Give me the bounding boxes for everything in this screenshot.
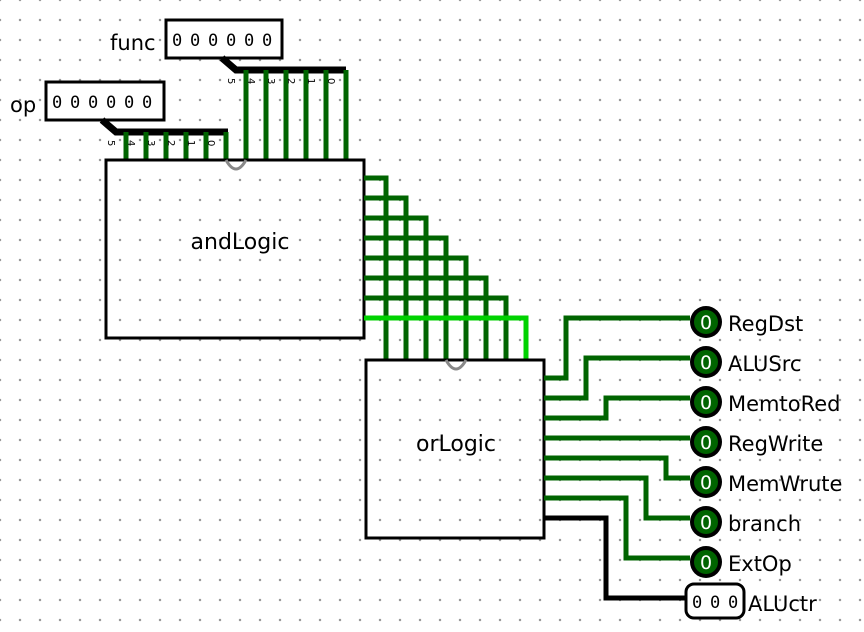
func-bit-5[interactable]: 0 xyxy=(262,31,272,51)
or-logic-component[interactable]: orLogic xyxy=(364,358,546,540)
alusrc-output-led[interactable]: 0 xyxy=(690,346,722,378)
regdst-output-led[interactable]: 0 xyxy=(690,306,722,338)
func-bit-3[interactable]: 0 xyxy=(226,31,236,51)
func-bit-1[interactable]: 0 xyxy=(190,31,200,51)
memwrute-label: MemWrute xyxy=(728,472,842,496)
extop-output-led[interactable]: 0 xyxy=(690,546,722,578)
func-input-pin[interactable]: 0 0 0 0 0 0 xyxy=(164,18,284,60)
op-bit-wires[interactable] xyxy=(123,132,229,160)
func-label: func xyxy=(110,31,156,55)
op-bit-5[interactable]: 0 xyxy=(142,93,152,113)
op-idx-2: 2 xyxy=(165,140,176,146)
alusrc-value: 0 xyxy=(700,352,712,374)
op-bit-4[interactable]: 0 xyxy=(124,93,134,113)
memtored-output-led[interactable]: 0 xyxy=(690,386,722,418)
aluctr-bit-1: 0 xyxy=(710,593,720,613)
aluctr-bit-2: 0 xyxy=(728,593,738,613)
func-bit-values: 0 0 0 0 0 0 xyxy=(172,31,272,51)
op-bit-0[interactable]: 0 xyxy=(52,93,62,113)
aluctr-label: ALUctr xyxy=(748,592,817,616)
memwrute-value: 0 xyxy=(700,472,712,494)
memtored-value: 0 xyxy=(700,392,712,414)
op-bit-2[interactable]: 0 xyxy=(88,93,98,113)
op-label: op xyxy=(10,93,36,117)
func-idx-3: 3 xyxy=(265,78,276,84)
output-wires[interactable] xyxy=(544,315,690,561)
op-input-pin[interactable]: 0 0 0 0 0 0 xyxy=(44,80,166,122)
extop-label: ExtOp xyxy=(728,552,792,576)
branch-label: branch xyxy=(728,512,801,536)
op-idx-1: 1 xyxy=(185,140,196,146)
func-bit-4[interactable]: 0 xyxy=(244,31,254,51)
func-idx-4: 4 xyxy=(245,78,256,84)
func-bit-wires[interactable] xyxy=(243,70,349,160)
memwrute-output-led[interactable]: 0 xyxy=(690,466,722,498)
func-idx-0: 0 xyxy=(325,78,336,84)
op-bit-3[interactable]: 0 xyxy=(106,93,116,113)
regwrite-label: RegWrite xyxy=(728,432,823,456)
branch-value: 0 xyxy=(700,512,712,534)
func-idx-5: 5 xyxy=(225,78,236,84)
and-logic-component[interactable]: andLogic xyxy=(104,158,366,340)
op-idx-0: 0 xyxy=(205,140,216,146)
func-bit-index-labels: 5 4 3 2 1 0 xyxy=(225,78,336,84)
regwrite-output-led[interactable]: 0 xyxy=(690,426,722,458)
extop-value: 0 xyxy=(700,552,712,574)
alusrc-label: ALUSrc xyxy=(728,352,801,376)
func-bit-2[interactable]: 0 xyxy=(208,31,218,51)
regdst-value: 0 xyxy=(700,312,712,334)
or-logic-label: orLogic xyxy=(416,432,496,457)
func-splitter[interactable] xyxy=(219,55,346,74)
op-splitter[interactable] xyxy=(99,117,228,136)
regdst-label: RegDst xyxy=(728,312,803,336)
regwrite-value: 0 xyxy=(700,432,712,454)
aluctr-output-probe[interactable]: 0 0 0 xyxy=(684,582,746,620)
and-logic-label: andLogic xyxy=(191,230,290,255)
func-idx-1: 1 xyxy=(305,78,316,84)
aluctr-bit-0: 0 xyxy=(692,593,702,613)
op-bit-index-labels: 5 4 3 2 1 0 xyxy=(105,140,216,146)
func-bit-0[interactable]: 0 xyxy=(172,31,182,51)
op-idx-5: 5 xyxy=(105,140,116,146)
aluctr-bus[interactable] xyxy=(544,515,690,601)
op-bit-values: 0 0 0 0 0 0 xyxy=(52,93,152,113)
op-idx-3: 3 xyxy=(145,140,156,146)
func-idx-2: 2 xyxy=(285,78,296,84)
op-bit-1[interactable]: 0 xyxy=(70,93,80,113)
and-to-or-wires[interactable] xyxy=(364,175,529,360)
branch-output-led[interactable]: 0 xyxy=(690,506,722,538)
op-idx-4: 4 xyxy=(125,140,136,146)
memtored-label: MemtoRed xyxy=(728,392,840,416)
